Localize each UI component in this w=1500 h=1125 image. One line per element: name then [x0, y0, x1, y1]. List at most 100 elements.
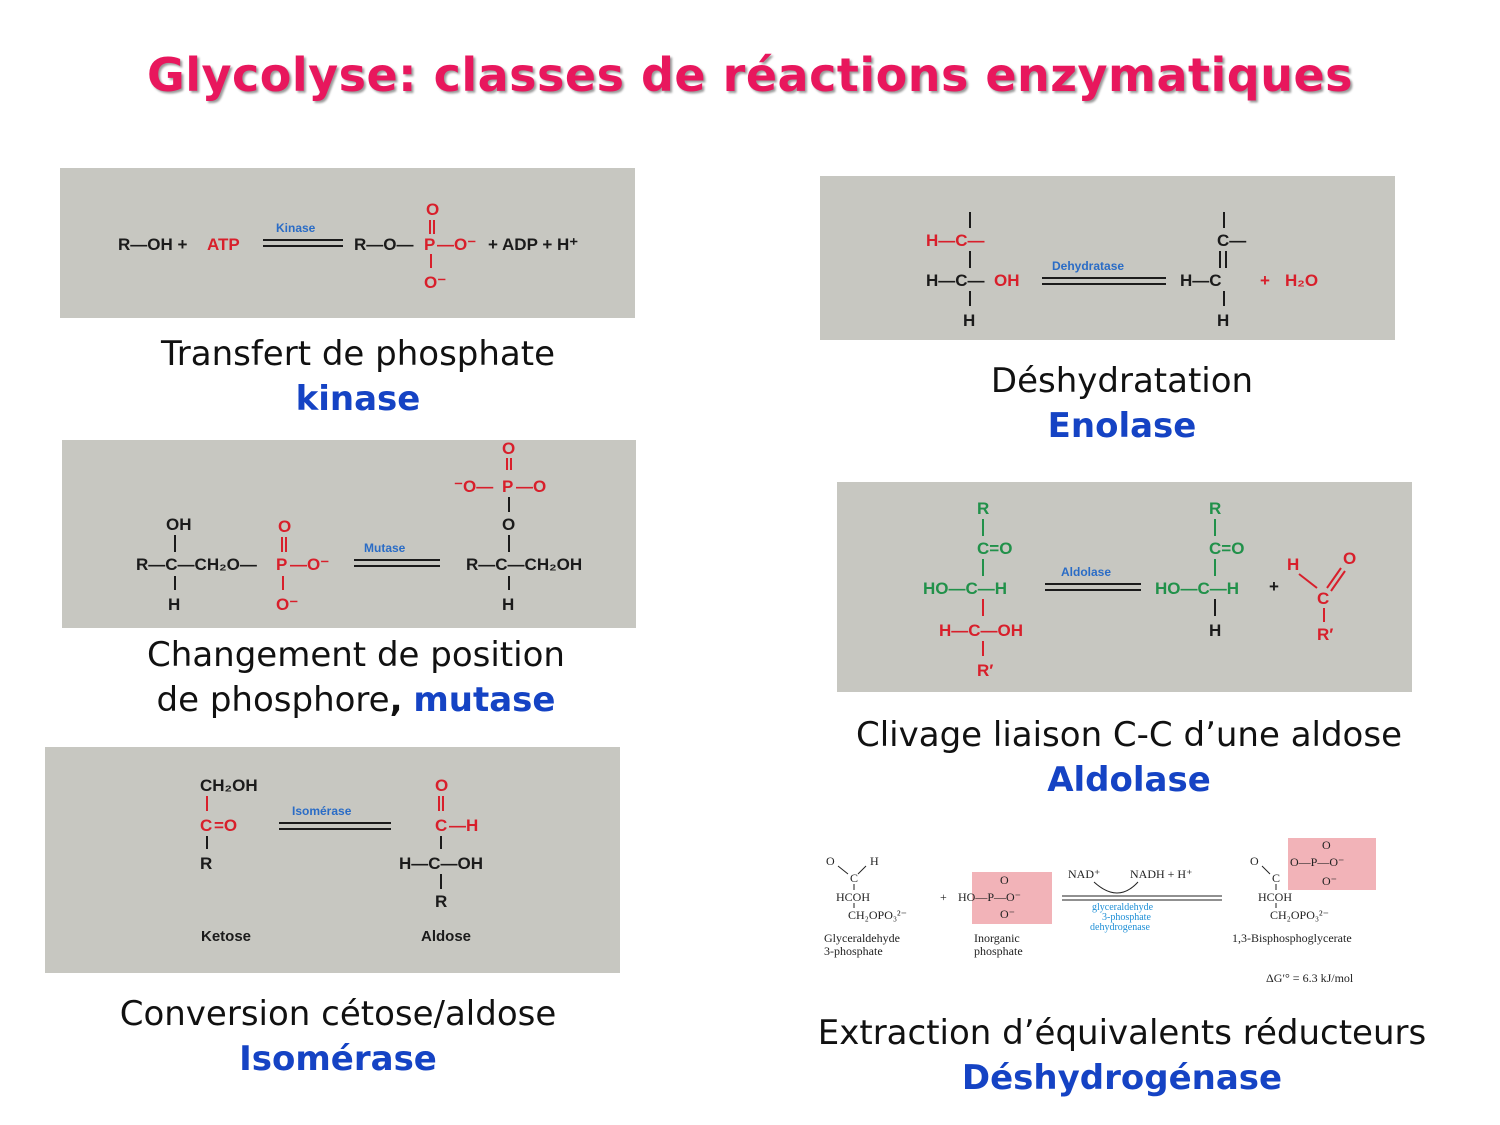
g3p-o: O — [826, 854, 835, 868]
dehydrogenase-enzyme-name: Déshydrogénase — [961, 1058, 1283, 1098]
isomerase-reaction-image: CH₂OH C =O R Ketose Isomérase O C —H H—C… — [45, 747, 620, 973]
mutase-caption-line2: de phosphore — [156, 680, 390, 720]
enolase-plus: + — [1260, 271, 1270, 290]
enolase-h-c-top: H—C— — [926, 231, 985, 250]
kinase-o-minus: —O⁻ — [437, 235, 476, 254]
kinase-caption-text: Transfert de phosphate — [160, 334, 556, 374]
aldolase-ho-c-h: HO—C—H — [923, 579, 1007, 598]
aldolase-ald-c: C — [1317, 589, 1329, 608]
mutase-prod-h: H — [502, 595, 514, 614]
dehydrogenase-caption-text: Extraction d’équivalents réducteurs — [817, 1013, 1427, 1053]
g3p-label-line1: Glyceraldehyde — [824, 931, 900, 945]
isomerase-ald-h: —H — [449, 816, 478, 835]
pi-highlight — [972, 872, 1052, 924]
dehydrogenase-enzyme-line3: dehydrogenase — [1090, 922, 1151, 933]
bpg-o-p-o: O—P—O⁻ — [1290, 855, 1344, 869]
pi-plus: + — [940, 890, 947, 904]
enolase-enzyme-label: Dehydratase — [1052, 259, 1124, 273]
kinase-reactant-roh: R—OH + — [118, 235, 188, 254]
mutase-h: H — [168, 595, 180, 614]
enolase-h-c-mid: H—C— — [926, 271, 985, 290]
mutase-reaction-image: OH R—C—CH₂O— H O P —O⁻ O⁻ Mutase O ⁻O— P… — [62, 440, 636, 628]
mutase-enzyme-name: mutase — [413, 680, 556, 720]
dehydrogenase-enzyme-line1: glyceraldehyde — [1092, 902, 1154, 913]
bpg-hcoh: HCOH — [1258, 890, 1292, 904]
kinase-caption: Transfert de phosphate kinase — [80, 332, 636, 422]
enolase-reaction-image: H—C— H—C— OH H Dehydratase C— H—C H + H₂… — [820, 176, 1395, 340]
kinase-product-ro: R—O— — [354, 235, 414, 254]
enolase-h-bottom: H — [963, 311, 975, 330]
aldolase-r-prime: R′ — [977, 661, 993, 680]
aldolase-h-c-oh: H—C—OH — [939, 621, 1023, 640]
isomerase-r: R — [200, 854, 212, 873]
bpg-c: C — [1272, 871, 1280, 885]
aldolase-enzyme-name: Aldolase — [1047, 760, 1211, 800]
enolase-enzyme-name: Enolase — [1047, 406, 1197, 446]
isomerase-ald-o: O — [435, 776, 448, 795]
bpg-ch2opo3: CH₂OPO₃²⁻ — [1270, 908, 1329, 922]
enolase-prod-c-top: C— — [1217, 231, 1246, 250]
pi-o-bottom: O⁻ — [1000, 907, 1015, 921]
isomerase-caption: Conversion cétose/aldose Isomérase — [60, 992, 616, 1082]
kinase-enzyme-label: Kinase — [276, 221, 316, 235]
kinase-products-adp: + ADP + H⁺ — [488, 235, 578, 254]
aldolase-r-top: R — [977, 499, 989, 518]
mutase-prod-chain: R—C—CH₂OH — [466, 555, 582, 574]
aldolase-plus: + — [1269, 577, 1279, 596]
g3p-c: C — [850, 871, 858, 885]
g3p-ch2opo3: CH₂OPO₃²⁻ — [848, 908, 907, 922]
aldolase-caption-text: Clivage liaison C-C d’une aldose — [855, 715, 1402, 755]
bpg-highlight — [1288, 838, 1376, 890]
isomerase-o-eq: =O — [214, 816, 237, 835]
aldolase-prod-c-o: C=O — [1209, 539, 1244, 558]
pi-ho-p-o: HO—P—O⁻ — [958, 890, 1021, 904]
mutase-caption: Changement de position de phosphore, mut… — [78, 633, 634, 723]
mutase-o-top: O — [278, 517, 291, 536]
isomerase-enzyme-name: Isomérase — [239, 1039, 437, 1079]
kinase-atp: ATP — [207, 235, 240, 254]
aldolase-c-o: C=O — [977, 539, 1012, 558]
enolase-prod-h: H — [1217, 311, 1229, 330]
mutase-prod-o: O — [502, 515, 515, 534]
enolase-oh: OH — [994, 271, 1020, 290]
g3p-label-line2: 3-phosphate — [824, 944, 883, 958]
nad-plus: NAD⁺ — [1068, 867, 1100, 881]
slide-title: Glycolyse: classes de réactions enzymati… — [146, 48, 1354, 102]
aldolase-prod-h: H — [1209, 621, 1221, 640]
aldolase-caption: Clivage liaison C-C d’une aldose Aldolas… — [816, 713, 1442, 803]
isomerase-caption-text: Conversion cétose/aldose — [119, 994, 557, 1034]
dehydrogenase-reaction-image: O H C HCOH CH₂OPO₃²⁻ Glyceraldehyde 3-ph… — [818, 834, 1418, 990]
dehydrogenase-enzyme-line2: 3-phosphate — [1102, 912, 1151, 923]
isomerase-ch2oh: CH₂OH — [200, 776, 258, 795]
enolase-water: H₂O — [1285, 271, 1318, 290]
kinase-phosphorus: P — [424, 235, 435, 254]
bpg-label: 1,3-Bisphosphoglycerate — [1232, 931, 1352, 945]
mutase-main-chain: R—C—CH₂O— — [136, 555, 257, 574]
mutase-oh: OH — [166, 515, 192, 534]
mutase-enzyme-label: Mutase — [364, 541, 406, 555]
enolase-prod-hc: H—C — [1180, 271, 1222, 290]
nadh-h: NADH + H⁺ — [1130, 867, 1192, 881]
mutase-phosphorus: P — [276, 555, 287, 574]
isomerase-ald-c: C — [435, 816, 447, 835]
aldolase-prod-ho-c-h: HO—C—H — [1155, 579, 1239, 598]
aldolase-prod-r: R — [1209, 499, 1221, 518]
aldolase-ald-r-prime: R′ — [1317, 625, 1333, 644]
kinase-o-top: O — [426, 200, 439, 219]
isomerase-ald-r: R — [435, 892, 447, 911]
bpg-o-bottom: O⁻ — [1322, 874, 1337, 888]
kinase-enzyme-name: kinase — [295, 379, 421, 419]
aldolase-enzyme-label: Aldolase — [1061, 565, 1111, 579]
mutase-caption-line1: Changement de position — [147, 635, 565, 675]
mutase-caption-comma: , — [389, 680, 403, 720]
aldolase-reaction-image: R C=O HO—C—H H—C—OH R′ Aldolase R C=O HO… — [837, 482, 1412, 692]
bpg-o-top: O — [1322, 838, 1331, 852]
delta-g: ΔG′° = 6.3 kJ/mol — [1266, 971, 1354, 985]
aldolase-ald-h: H — [1287, 555, 1299, 574]
g3p-h: H — [870, 854, 879, 868]
g3p-hcoh: HCOH — [836, 890, 870, 904]
enolase-caption-text: Déshydratation — [990, 361, 1254, 401]
enolase-caption: Déshydratation Enolase — [822, 359, 1422, 449]
mutase-prod-o-minus: ⁻O— — [454, 477, 493, 496]
pi-o-top: O — [1000, 873, 1009, 887]
